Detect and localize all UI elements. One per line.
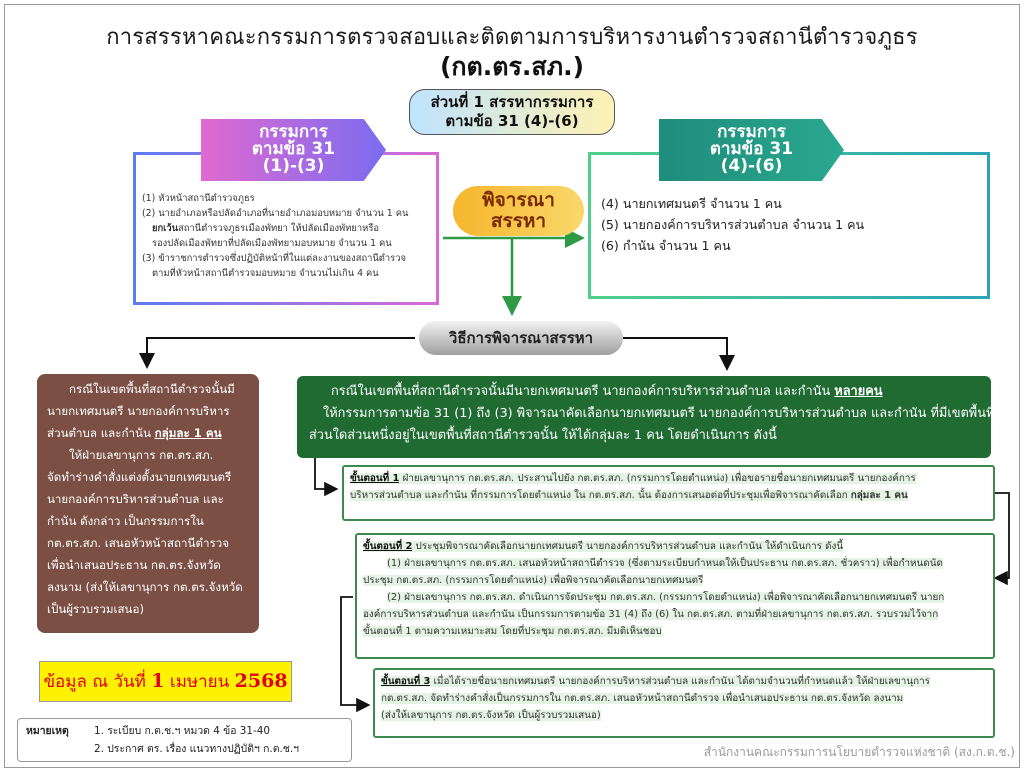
step2-l1: ประชุมพิจารณาคัดเลือกนายกเทศมนตรี นายกอง… <box>412 541 844 552</box>
step2-l5: องค์การบริหารส่วนตำบล และกำนัน เป็นกรรมก… <box>363 609 939 620</box>
left-banner-line2: ตามข้อ 31 <box>251 139 336 159</box>
brown-p1c: ส่วนตำบล และกำนัน กลุ่มละ 1 คน <box>47 422 251 444</box>
green-l1: กรณีในเขตพื้นที่สถานีตำรวจนั้นมีนายกเทศม… <box>309 381 981 403</box>
step2-label: ขั้นตอนที่ 2 <box>363 541 413 552</box>
arrow-to-brown-box <box>139 337 415 369</box>
multi-member-case-banner: กรณีในเขตพื้นที่สถานีตำรวจนั้นมีนายกเทศม… <box>297 376 995 458</box>
left-item-3b: ตามที่หัวหน้าสถานีตำรวจมอบหมาย จำนวนไม่เ… <box>152 268 379 279</box>
brown-p2b: จัดทำร่างคำสั่งแต่งตั้งนายกเทศมนตรี <box>47 470 232 484</box>
brown-p1c-text: ส่วนตำบล และกำนัน <box>47 426 155 440</box>
right-banner-line2: ตามข้อ 31 <box>709 139 794 159</box>
brown-p1a: กรณีในเขตพื้นที่สถานีตำรวจนั้นมี <box>69 382 235 396</box>
page-frame: การสรรหาคณะกรรมการตรวจสอบและติดตามการบริ… <box>4 4 1020 768</box>
left-banner-line1: กรรมการ <box>259 122 328 142</box>
step2-l6: ขั้นตอนที่ 1 ตามความเหมาะสม โดยที่ประชุม… <box>363 626 662 637</box>
step1-line1: ขั้นตอนที่ 1 ฝ่ายเลขานุการ กต.ตร.สภ. ประ… <box>350 470 987 487</box>
brown-p2d: กำนัน ดังกล่าว เป็นกรรมการใน <box>47 514 204 528</box>
left-banner-line3: (1)-(3) <box>262 156 325 176</box>
left-item-2b-bold: ยกเว้น <box>152 223 179 234</box>
brown-p2e: กต.ตร.สภ. เสนอหัวหน้าสถานีตำรวจ <box>47 536 230 550</box>
step3-line2: กต.ตร.สภ. จัดทำร่างคำสั่งเป็นกรรมการใน ก… <box>381 690 987 707</box>
consider-line2: สรรหา <box>490 210 547 232</box>
part-line2: ตามข้อ 31 (4)-(6) <box>445 112 579 130</box>
page-subtitle: (กต.ตร.สภ.) <box>439 52 585 81</box>
step3-line3: (ส่งให้เลขานุการ กต.ตร.จังหวัด เป็นผู้รว… <box>381 707 987 724</box>
data-date-note: ข้อมูล ณ วันที่ 1 เมษายน 2568 <box>39 661 292 702</box>
step2-line2: (1) ฝ่ายเลขานุการ กต.ตร.สภ. เสนอหัวหน้าส… <box>363 555 987 572</box>
step1-l1: ฝ่ายเลขานุการ กต.ตร.สภ. ประสานไปยัง กต.ต… <box>399 473 916 484</box>
right-banner-line3: (4)-(6) <box>720 156 783 176</box>
brown-p2h: เป็นผู้รวบรวมเสนอ) <box>47 602 144 616</box>
remark-line2: 2. ประกาศ ตร. เรื่อง แนวทางปฏิบัติฯ ก.ต.… <box>26 740 343 758</box>
arrow-to-green-banner <box>619 337 735 371</box>
single-member-case-box: กรณีในเขตพื้นที่สถานีตำรวจนั้นมี นายกเทศ… <box>37 374 259 633</box>
office-footer: สำนักงานคณะกรรมการนโยบายตำรวจแห่งชาติ (ส… <box>703 745 1015 759</box>
step2-l2: (1) ฝ่ายเลขานุการ กต.ตร.สภ. เสนอหัวหน้าส… <box>387 558 943 569</box>
right-item-5: (5) นายกองค์การบริหารส่วนตำบล จำนวน 1 คน <box>601 217 865 232</box>
step2-line5: องค์การบริหารส่วนตำบล และกำนัน เป็นกรรมก… <box>363 606 987 623</box>
committee-4-6-banner: กรรมการ ตามข้อ 31 (4)-(6) <box>659 119 844 181</box>
consider-line1: พิจารณา <box>482 189 555 211</box>
remark-item1: 1. ระเบียบ ก.ต.ช.ฯ หมวด 4 ข้อ 31-40 <box>94 725 270 737</box>
date-year: 2568 <box>234 670 288 692</box>
remark-label: หมายเหตุ <box>26 725 69 737</box>
remark-box: หมายเหตุ 1. ระเบียบ ก.ต.ช.ฯ หมวด 4 ข้อ 31… <box>17 718 352 762</box>
step-1-box: ขั้นตอนที่ 1 ฝ่ายเลขานุการ กต.ตร.สภ. ประ… <box>342 465 995 521</box>
left-item-2a: (2) นายอำเภอหรือปลัดอำเภอที่นายอำเภอมอบห… <box>142 208 409 219</box>
step2-l4: (2) ฝ่ายเลขานุการ กต.ตร.สภ. ดำเนินการจัด… <box>387 592 945 603</box>
step2-l3: ประชุม กต.ตร.สภ. (กรรมการโดยตำแหน่ง) เพื… <box>363 575 704 586</box>
green-l3: ส่วนใดส่วนหนึ่งอยู่ในเขตพื้นที่สถานีตำรว… <box>309 428 777 443</box>
right-item-6: (6) กำนัน จำนวน 1 คน <box>601 238 731 253</box>
step2-line3: ประชุม กต.ตร.สภ. (กรรมการโดยตำแหน่ง) เพื… <box>363 572 987 589</box>
step3-l3: (ส่งให้เลขานุการ กต.ตร.จังหวัด เป็นผู้รว… <box>381 710 601 721</box>
left-item-3a: (3) ข้าราชการตำรวจซึ่งปฏิบัติหน้าที่ในแต… <box>142 253 406 264</box>
left-item-2b: ยกเว้นสถานีตำรวจภูธรเมืองพัทยา ให้ปลัดเม… <box>142 221 430 236</box>
step3-l1: เมื่อได้รายชื่อนายกเทศมนตรี นายกองค์การบ… <box>430 676 930 687</box>
brown-p2a: ให้ฝ่ายเลขานุการ กต.ตร.สภ. <box>69 448 214 462</box>
step-3-box: ขั้นตอนที่ 3 เมื่อได้รายชื่อนายกเทศมนตรี… <box>373 668 995 738</box>
step3-label: ขั้นตอนที่ 3 <box>381 676 431 687</box>
part-one-label: ส่วนที่ 1 สรรหากรรมการ ตามข้อ 31 (4)-(6) <box>409 89 615 135</box>
date-month: เมษายน <box>164 672 235 692</box>
step1-l2: บริหารส่วนตำบล และกำนัน ที่กรรมการโดยตำแ… <box>350 490 851 501</box>
brown-p2f: เพื่อนำเสนอประธาน กต.ตร.จังหวัด <box>47 558 221 572</box>
green-l1-bold: หลายคน <box>834 384 883 399</box>
right-item-4: (4) นายกเทศมนตรี จำนวน 1 คน <box>601 196 782 211</box>
date-day: 1 <box>151 670 165 692</box>
remark-line1: หมายเหตุ 1. ระเบียบ ก.ต.ช.ฯ หมวด 4 ข้อ 31… <box>26 722 343 740</box>
left-item-2c: รองปลัดเมืองพัทยาที่ปลัดเมืองพัทยามอบหมา… <box>152 238 392 249</box>
committee-1-3-banner: กรรมการ ตามข้อ 31 (1)-(3) <box>201 119 386 181</box>
left-item-1: (1) หัวหน้าสถานีตำรวจภูธร <box>142 193 255 204</box>
step3-line1: ขั้นตอนที่ 3 เมื่อได้รายชื่อนายกเทศมนตรี… <box>381 673 987 690</box>
method-pill: วิธีการพิจารณาสรรหา <box>419 321 623 355</box>
part-line1: ส่วนที่ 1 สรรหากรรมการ <box>430 93 594 111</box>
remark-item2: 2. ประกาศ ตร. เรื่อง แนวทางปฏิบัติฯ ก.ต.… <box>94 743 299 755</box>
brown-p1c-bold: กลุ่มละ 1 คน <box>154 426 222 440</box>
step1-l2-bold: กลุ่มละ 1 คน <box>850 490 908 501</box>
step3-l2: กต.ตร.สภ. จัดทำร่างคำสั่งเป็นกรรมการใน ก… <box>381 693 904 704</box>
committee-1-3-box: (1) หัวหน้าสถานีตำรวจภูธร (2) นายอำเภอหร… <box>133 152 439 305</box>
date-prefix: ข้อมูล ณ วันที่ <box>43 672 152 692</box>
right-banner-line1: กรรมการ <box>717 122 786 142</box>
brown-p2g: ลงนาม (ส่งให้เลขานุการ กต.ตร.จังหวัด <box>47 580 243 594</box>
step2-line6: ขั้นตอนที่ 1 ตามความเหมาะสม โดยที่ประชุม… <box>363 623 987 640</box>
left-item-2b-rest: สถานีตำรวจภูธรเมืองพัทยา ให้ปลัดเมืองพัท… <box>178 223 379 234</box>
arrow-to-step1 <box>314 455 339 497</box>
step1-line2: บริหารส่วนตำบล และกำนัน ที่กรรมการโดยตำแ… <box>350 487 987 504</box>
step2-line1: ขั้นตอนที่ 2 ประชุมพิจารณาคัดเลือกนายกเท… <box>363 538 987 555</box>
brown-p2c: นายกองค์การบริหารส่วนตำบล และ <box>47 492 224 506</box>
green-l2: ให้กรรมการตามข้อ 31 (1) ถึง (3) พิจารณาค… <box>323 406 995 421</box>
arrow-to-step3 <box>340 596 371 713</box>
step2-line4: (2) ฝ่ายเลขานุการ กต.ตร.สภ. ดำเนินการจัด… <box>363 589 987 606</box>
arrow-to-step2 <box>992 492 1010 586</box>
consider-recruit-pill: พิจารณา สรรหา <box>453 186 584 236</box>
brown-p1b: นายกเทศมนตรี นายกองค์การบริหาร <box>47 404 230 418</box>
step-2-box: ขั้นตอนที่ 2 ประชุมพิจารณาคัดเลือกนายกเท… <box>355 533 995 659</box>
green-l1-text: กรณีในเขตพื้นที่สถานีตำรวจนั้นมีนายกเทศม… <box>331 384 835 399</box>
page-title: การสรรหาคณะกรรมการตรวจสอบและติดตามการบริ… <box>106 25 918 50</box>
committee-4-6-box: (4) นายกเทศมนตรี จำนวน 1 คน (5) นายกองค์… <box>588 152 990 299</box>
step1-label: ขั้นตอนที่ 1 <box>350 473 400 484</box>
